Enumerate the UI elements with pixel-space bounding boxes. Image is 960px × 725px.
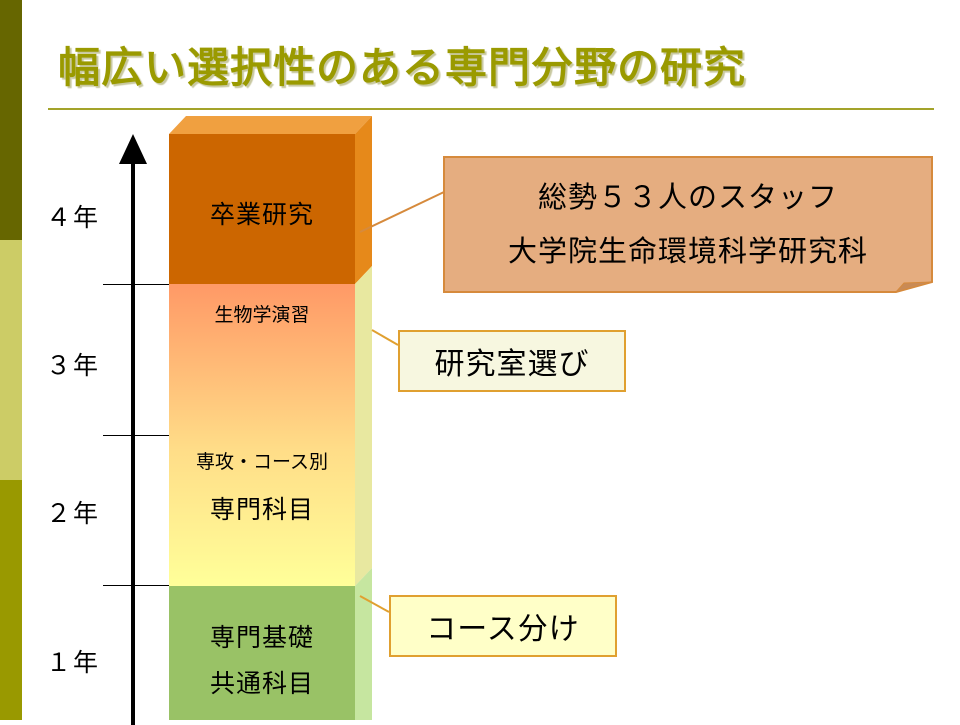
graduation-research-label: 卒業研究 <box>209 200 314 229</box>
specialized-block <box>169 284 355 586</box>
lab-selection-callout: 研究室選び <box>398 330 626 392</box>
staff-count-text: 総勢５３人のスタッフ <box>537 180 838 214</box>
side-accent-top <box>0 0 22 240</box>
year-divider <box>103 284 169 285</box>
foundation-label: 専門基礎 <box>209 623 314 652</box>
year-divider <box>103 585 169 586</box>
foundation-block-side <box>355 568 372 720</box>
graduation-block-side <box>355 116 372 284</box>
timeline-arrowhead <box>119 134 147 164</box>
specialization-label: 専攻・コース別 <box>195 451 329 473</box>
graduation-block <box>169 134 355 284</box>
course-callout-leader <box>359 595 390 613</box>
practicum-label: 生物学演習 <box>214 304 310 326</box>
column-top-face <box>169 116 372 134</box>
graduate-school-text: 大学院生命環境科学研究科 <box>507 234 868 268</box>
year-label-1: １年 <box>46 648 101 677</box>
timeline-axis <box>131 150 135 725</box>
common-subjects-label: 共通科目 <box>209 669 314 698</box>
foundation-block <box>169 586 355 720</box>
title-underline <box>48 108 934 110</box>
staff-callout-fold <box>894 281 933 293</box>
course-division-callout: コース分け <box>389 595 617 657</box>
year-label-3: ３年 <box>46 351 101 380</box>
year-label-4: ４年 <box>46 203 101 232</box>
staff-callout-leader <box>359 191 445 233</box>
slide-title: 幅広い選択性のある専門分野の研究 <box>58 43 747 92</box>
side-accent-bottom <box>0 480 22 720</box>
side-accent-middle <box>0 240 22 480</box>
specialized-subjects-label: 専門科目 <box>209 495 314 524</box>
year-divider <box>103 435 169 436</box>
lab-callout-leader <box>371 329 399 346</box>
specialized-block-side <box>355 266 372 586</box>
year-label-2: ２年 <box>46 499 101 528</box>
